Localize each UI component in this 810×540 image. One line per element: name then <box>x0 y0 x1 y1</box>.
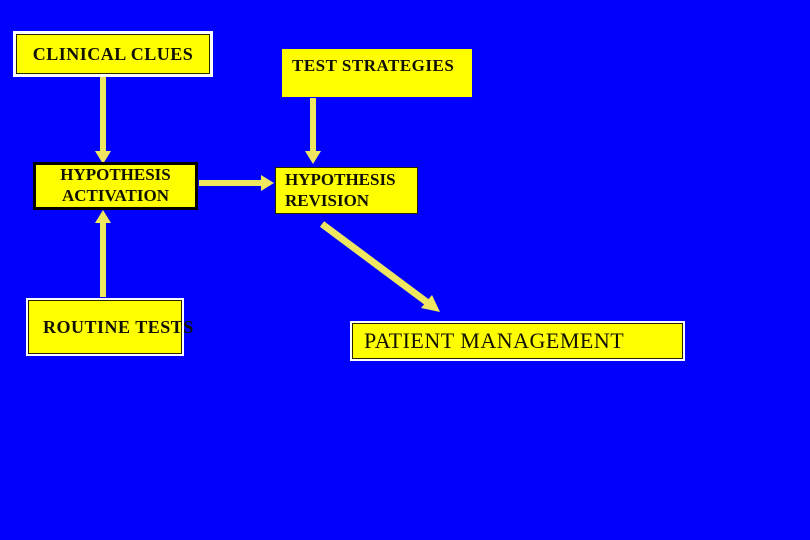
node-clinical-clues-label: CLINICAL CLUES <box>32 43 194 64</box>
node-hypothesis-revision-line1: HYPOTHESIS <box>285 169 396 189</box>
node-clinical-clues: CLINICAL CLUES <box>13 31 213 77</box>
node-hypothesis-activation: HYPOTHESIS ACTIVATION <box>33 162 198 210</box>
arrow-clinical-clues-to-hypothesis-activation <box>95 74 111 164</box>
node-routine-tests-label: ROUTINE TESTS <box>43 316 194 337</box>
node-patient-management-label: PATIENT MANAGEMENT <box>364 328 625 353</box>
arrow-test-strategies-to-hypothesis-revision <box>305 98 321 164</box>
node-hypothesis-activation-line2: ACTIVATION <box>61 186 170 205</box>
arrow-routine-tests-to-hypothesis-activation <box>95 210 111 297</box>
node-test-strategies: TEST STRATEGIES <box>282 49 472 97</box>
node-hypothesis-activation-line1: HYPOTHESIS <box>60 165 171 185</box>
arrow-hypothesis-activation-to-hypothesis-revision <box>199 175 274 191</box>
node-routine-tests: ROUTINE TESTS <box>26 298 193 356</box>
node-hypothesis-revision-line2: REVISION <box>285 190 370 210</box>
node-patient-management: PATIENT MANAGEMENT <box>350 321 685 361</box>
node-hypothesis-revision: HYPOTHESIS REVISION <box>275 167 418 214</box>
arrow-hypothesis-revision-to-patient-management <box>319 221 440 312</box>
node-test-strategies-label: TEST STRATEGIES <box>292 56 455 75</box>
